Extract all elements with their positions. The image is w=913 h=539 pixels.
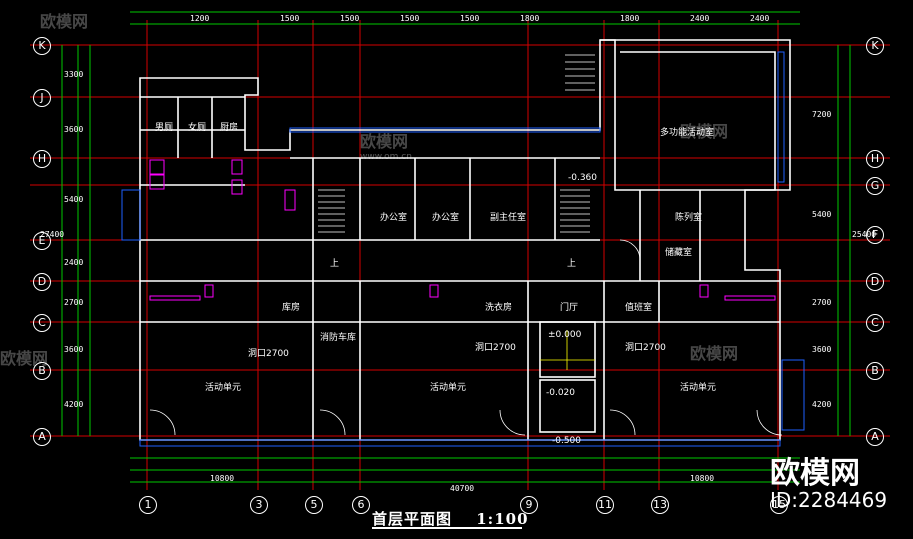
room-laundry: 洗衣房 [485,303,513,313]
room-multi: 多功能活动室 [660,128,715,138]
opening-label-mid: 洞口2700 [475,343,516,353]
dim-right-5: 4200 [812,400,832,409]
dim-top-1: 1200 [190,14,210,23]
axis-bubble-left-j: J [33,89,51,107]
walls [139,39,791,441]
annotation-ticks [540,330,595,370]
drawing-scale: 1:100 [476,510,529,528]
axis-bubble-bottom-1: 1 [139,496,157,514]
dimension-lines [61,11,851,483]
dim-bottom-total: 40700 [450,484,475,493]
drawing-title-text: 首层平面图 [372,510,453,528]
watermark-1: 欧模网 [40,12,89,31]
axis-bubble-right-b: B [866,362,884,380]
stairs [318,54,595,233]
room-office-2: 办公室 [432,213,460,223]
room-duty: 值班室 [625,303,653,313]
dim-right-total: 25400 [852,230,877,239]
dim-top-9: 2400 [750,14,770,23]
axis-bubble-bottom-11: 11 [596,496,614,514]
axis-bubble-left-e: E [33,232,51,250]
axis-bubble-left-k: K [33,37,51,55]
room-office-1: 办公室 [380,213,408,223]
dim-top-6: 1800 [520,14,540,23]
level-exterior: -0.500 [552,436,582,446]
axis-bubble-right-g: G [866,177,884,195]
room-lobby: 门厅 [560,303,579,313]
axis-bubble-left-h: H [33,150,51,168]
axis-bubble-left-c: C [33,314,51,332]
axis-grid-lines [30,20,890,490]
dim-bottom-right: 10800 [690,474,715,483]
level-main: ±0.000 [548,330,582,340]
room-hall-left: 活动单元 [205,383,242,393]
watermark-5: 欧模网 [0,349,49,368]
dim-right-2: 5400 [812,210,832,219]
axis-bubble-bottom-15: 15 [770,496,788,514]
room-storage: 储藏室 [665,248,693,258]
room-kitchen: 厨房 [220,123,239,133]
axis-bubble-left-d: D [33,273,51,291]
dim-left-7: 4200 [64,400,84,409]
dim-left-4: 2400 [64,258,84,267]
watermark-4: 欧模网 [690,344,739,363]
room-office-3: 副主任室 [490,213,527,223]
dim-left-2: 3600 [64,125,84,134]
dim-left-1: 3300 [64,70,84,79]
dim-top-4: 1500 [400,14,420,23]
axis-bubble-bottom-6: 6 [352,496,370,514]
room-hall-right: 活动单元 [680,383,717,393]
opening-label-left: 洞口2700 [248,349,289,359]
room-wc-1: 男厕 [155,123,174,133]
fixtures [149,159,776,301]
watermark-brand: 欧模网 [770,456,860,491]
axis-bubble-left-a: A [33,428,51,446]
axis-bubble-bottom-5: 5 [305,496,323,514]
dim-top-3: 1500 [340,14,360,23]
axis-bubble-bottom-13: 13 [651,496,669,514]
axis-bubble-right-a: A [866,428,884,446]
axis-bubble-right-k: K [866,37,884,55]
axis-bubble-right-h: H [866,150,884,168]
room-storeroom: 库房 [282,303,301,313]
dim-right-3: 2700 [812,298,832,307]
dim-right-1: 7200 [812,110,832,119]
room-exhibit: 陈列室 [675,213,703,223]
watermark-id: ID:2284469 [770,488,888,512]
room-garage: 消防车库 [320,333,357,343]
dim-top-8: 2400 [690,14,710,23]
axis-bubble-right-c: C [866,314,884,332]
stair-up-label-2: 上 [567,259,577,269]
dim-left-5: 2700 [64,298,84,307]
room-wc-2: 女厕 [188,123,207,133]
title-underline [372,527,522,529]
dim-top-2: 1500 [280,14,300,23]
axis-bubble-bottom-3: 3 [250,496,268,514]
opening-label-right: 洞口2700 [625,343,666,353]
drawing-title: 首层平面图 1:100 [372,508,529,529]
dim-top-7: 1800 [620,14,640,23]
dim-left-total: 27400 [40,230,65,239]
door-swings [149,239,783,436]
axis-bubble-right-f: F [866,226,884,244]
axis-bubble-bottom-9: 9 [520,496,538,514]
room-hall-mid: 活动单元 [430,383,467,393]
dim-right-4: 3600 [812,345,832,354]
level-step: -0.020 [546,388,576,398]
axis-bubble-left-b: B [33,362,51,380]
axis-bubble-right-d: D [866,273,884,291]
watermark-3: 欧模网 [680,122,729,141]
openings [121,51,805,447]
dim-left-3: 5400 [64,195,84,204]
level-ramp: -0.360 [568,173,598,183]
stair-up-label: 上 [330,259,340,269]
dim-bottom-left: 10800 [210,474,235,483]
dim-top-5: 1500 [460,14,480,23]
dim-left-6: 3600 [64,345,84,354]
